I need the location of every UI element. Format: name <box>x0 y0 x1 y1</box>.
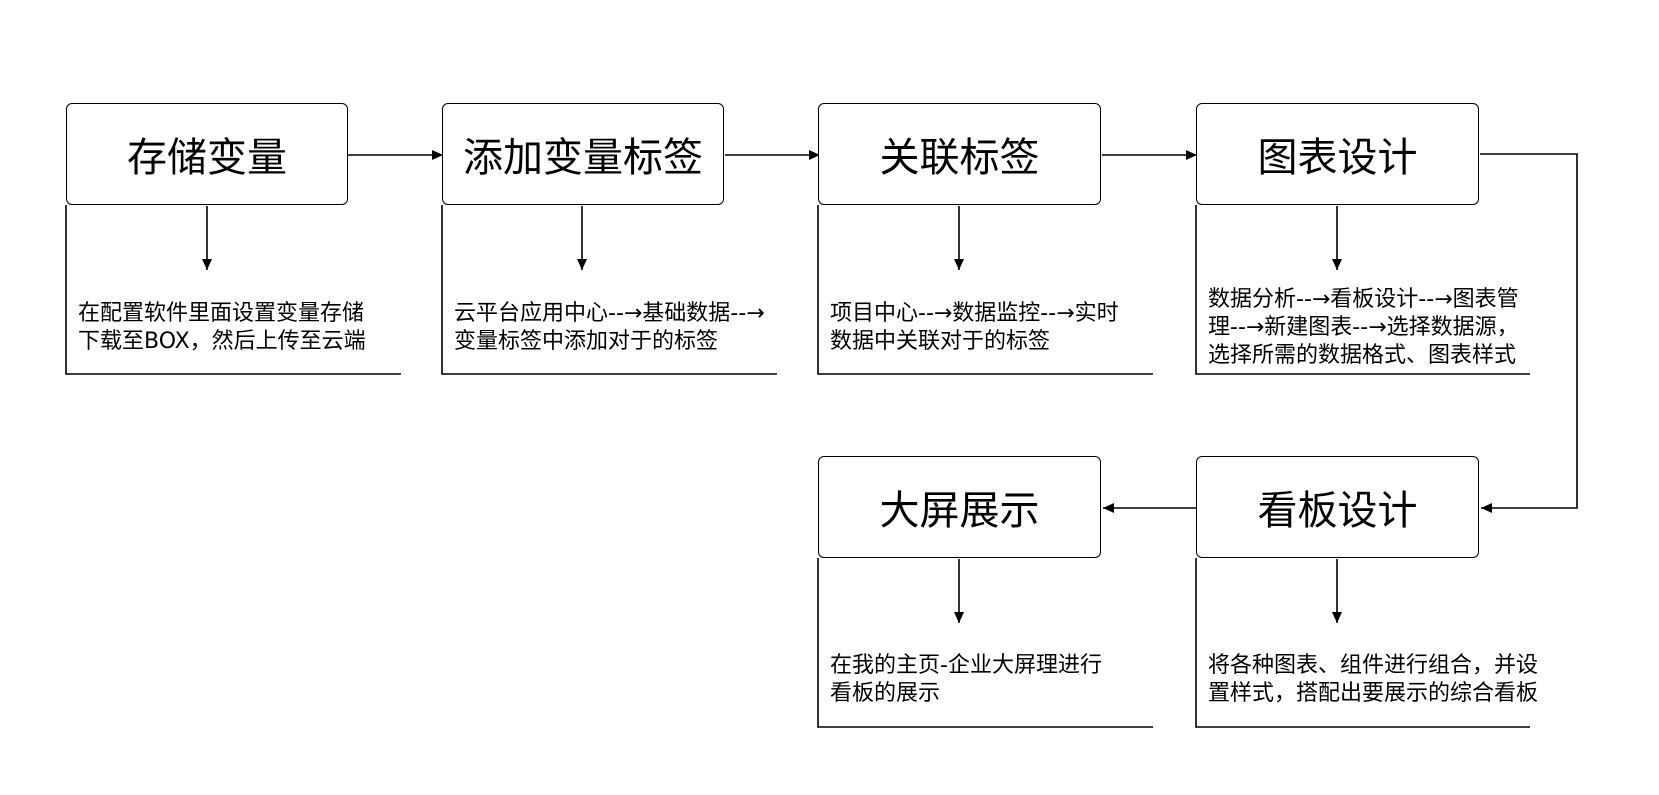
desc-line: 云平台应用中心--→基础数据--→ <box>454 301 765 326</box>
step-box-dashboard-design: 看板设计 <box>1196 456 1479 558</box>
desc-line: 理--→新建图表--→选择数据源， <box>1208 315 1519 340</box>
step-box-associate-tags: 关联标签 <box>818 103 1101 205</box>
desc-bracket-bigscreen <box>817 558 1153 728</box>
step-desc-chart-design: 数据分析--→看板设计--→图表管 理--→新建图表--→选择数据源， 选择所需… <box>1208 286 1519 370</box>
arrow-chart-to-dashboard <box>1480 153 1578 513</box>
step-desc-dashboard-design: 将各种图表、组件进行组合，并设 置样式，搭配出要展示的综合看板 <box>1208 652 1538 708</box>
desc-line: 数据分析--→看板设计--→图表管 <box>1208 287 1519 312</box>
step-title: 关联标签 <box>879 135 1040 181</box>
desc-bracket-associate <box>817 205 1153 375</box>
desc-line: 变量标签中添加对于的标签 <box>454 329 719 354</box>
desc-line: 在配置软件里面设置变量存储 <box>78 301 365 326</box>
step-title: 看板设计 <box>1257 488 1418 534</box>
step-desc-big-screen-display: 在我的主页-企业大屏理进行 看板的展示 <box>830 652 1102 708</box>
step-title: 添加变量标签 <box>463 135 703 181</box>
step-desc-add-variable-tags: 云平台应用中心--→基础数据--→ 变量标签中添加对于的标签 <box>454 300 765 356</box>
step-box-add-variable-tags: 添加变量标签 <box>442 103 724 205</box>
step-box-big-screen-display: 大屏展示 <box>818 456 1101 558</box>
desc-line: 将各种图表、组件进行组合，并设 <box>1208 653 1539 678</box>
desc-bracket-chart <box>1195 205 1530 375</box>
desc-line: 选择所需的数据格式、图表样式 <box>1208 343 1517 368</box>
desc-bracket-store <box>65 205 401 375</box>
desc-bracket-add <box>441 205 777 375</box>
step-box-store-variables: 存储变量 <box>66 103 348 205</box>
step-title: 大屏展示 <box>879 488 1040 534</box>
desc-line: 数据中关联对于的标签 <box>830 329 1051 354</box>
desc-line: 看板的展示 <box>830 681 941 706</box>
step-title: 图表设计 <box>1257 135 1418 181</box>
desc-line: 在我的主页-企业大屏理进行 <box>830 653 1102 678</box>
step-box-chart-design: 图表设计 <box>1196 103 1479 205</box>
desc-line: 置样式，搭配出要展示的综合看板 <box>1208 681 1539 706</box>
step-title: 存储变量 <box>127 135 287 181</box>
desc-line: 项目中心--→数据监控--→实时 <box>830 301 1119 326</box>
step-desc-store-variables: 在配置软件里面设置变量存储 下载至BOX，然后上传至云端 <box>78 300 366 356</box>
step-desc-associate-tags: 项目中心--→数据监控--→实时 数据中关联对于的标签 <box>830 300 1119 356</box>
desc-bracket-dashboard <box>1195 558 1530 728</box>
desc-line: 下载至BOX，然后上传至云端 <box>78 329 366 354</box>
